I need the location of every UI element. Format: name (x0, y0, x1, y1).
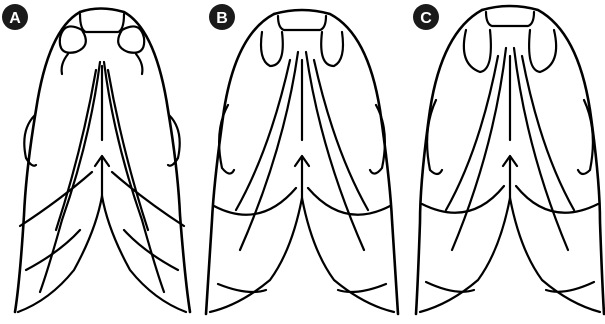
panel-b-badge-label: B (216, 10, 228, 27)
panel-b-drawing (206, 10, 398, 314)
panel-a-drawing (15, 9, 190, 313)
panel-b: B (206, 4, 398, 314)
panel-a-badge-label: A (9, 10, 21, 27)
panel-c-drawing (416, 6, 604, 314)
panel-c: C (413, 4, 604, 314)
panel-c-badge-label: C (420, 10, 432, 27)
panel-a: A (2, 4, 190, 312)
